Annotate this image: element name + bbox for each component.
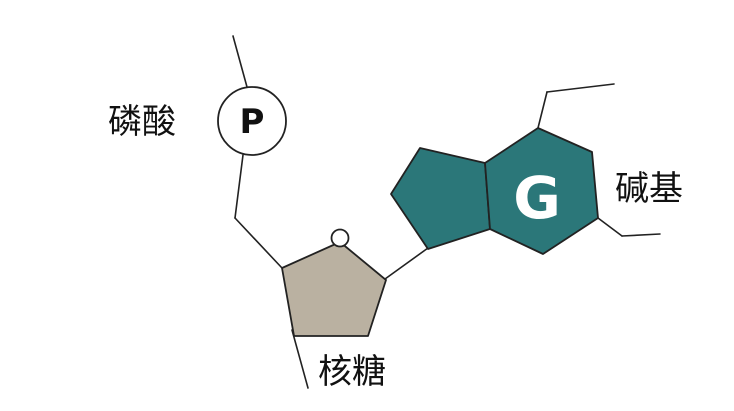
backbone-line-bottom [291,329,309,389]
base-right-substituent-line-2 [621,233,661,237]
sugar-label: 核糖 [318,352,386,392]
sugar-pentagon [281,241,387,337]
sugar-oxygen-circle [330,228,350,248]
phosphate-circle [217,86,287,156]
phosphate-to-sugar-line [234,154,244,219]
base-six-ring [484,127,599,255]
base-top-substituent-line [537,91,548,129]
base-symbol: G [513,164,561,232]
base-right-substituent-line [597,217,623,237]
phosphate-symbol: P [240,102,265,142]
phosphate-to-sugar-line-2 [234,217,283,269]
backbone-line-top [232,35,248,88]
base-top-substituent-line-2 [546,83,615,93]
base-five-ring [390,147,491,250]
base-label: 碱基 [615,169,683,209]
sugar-to-base-line [384,247,429,280]
phosphate-label: 磷酸 [108,102,176,142]
